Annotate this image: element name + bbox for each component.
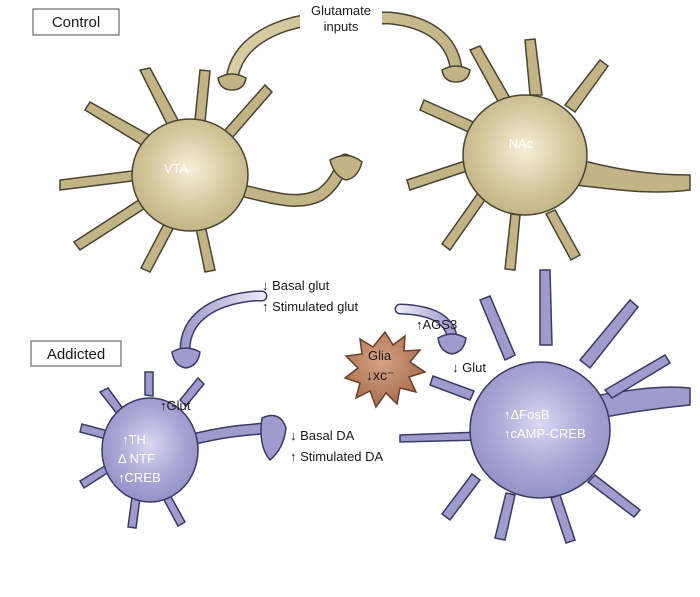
glutamate-label: Glutamate bbox=[311, 3, 371, 18]
control-panel-box bbox=[32, 8, 120, 36]
vta-ntf-label: Δ NTF bbox=[118, 451, 155, 466]
vta-th-label: ↑TH bbox=[122, 432, 146, 447]
xc-label: ↓xc⁻ bbox=[366, 367, 394, 383]
basal-glut-label: ↓ Basal glut bbox=[262, 278, 330, 293]
control-nac-neuron bbox=[406, 38, 691, 271]
addicted-glut-fiber-right bbox=[394, 303, 467, 355]
stimulated-glut-label: ↑ Stimulated glut bbox=[262, 299, 358, 314]
stimulated-da-label: ↑ Stimulated DA bbox=[290, 449, 384, 464]
glut-down-label: ↓ Glut bbox=[452, 360, 486, 375]
addicted-nac-neuron bbox=[399, 269, 691, 544]
nac-label: NAc bbox=[509, 136, 534, 151]
glutamate-label-bg bbox=[300, 4, 382, 38]
control-panel-label: Control bbox=[52, 14, 100, 31]
vta-label: VTA bbox=[164, 161, 189, 176]
glia-label: Glia bbox=[368, 348, 392, 363]
inputs-label: inputs bbox=[324, 19, 359, 34]
basal-da-label: ↓ Basal DA bbox=[290, 428, 355, 443]
glia-cell bbox=[343, 330, 427, 409]
addicted-panel-label: Addicted bbox=[47, 346, 105, 363]
addicted-vta-neuron bbox=[78, 371, 287, 529]
control-vta-neuron bbox=[59, 67, 363, 273]
vta-creb-label: ↑CREB bbox=[118, 470, 161, 485]
nac-creb-label: ↑cAMP-CREB bbox=[504, 426, 586, 441]
glut-up-label: ↑Glut bbox=[160, 398, 191, 413]
addicted-panel-box bbox=[30, 340, 122, 367]
ags3-label: ↑AGS3 bbox=[416, 317, 457, 332]
nac-fosb-label: ↑ΔFosB bbox=[504, 407, 550, 422]
addicted-glut-fiber-left bbox=[171, 290, 268, 369]
